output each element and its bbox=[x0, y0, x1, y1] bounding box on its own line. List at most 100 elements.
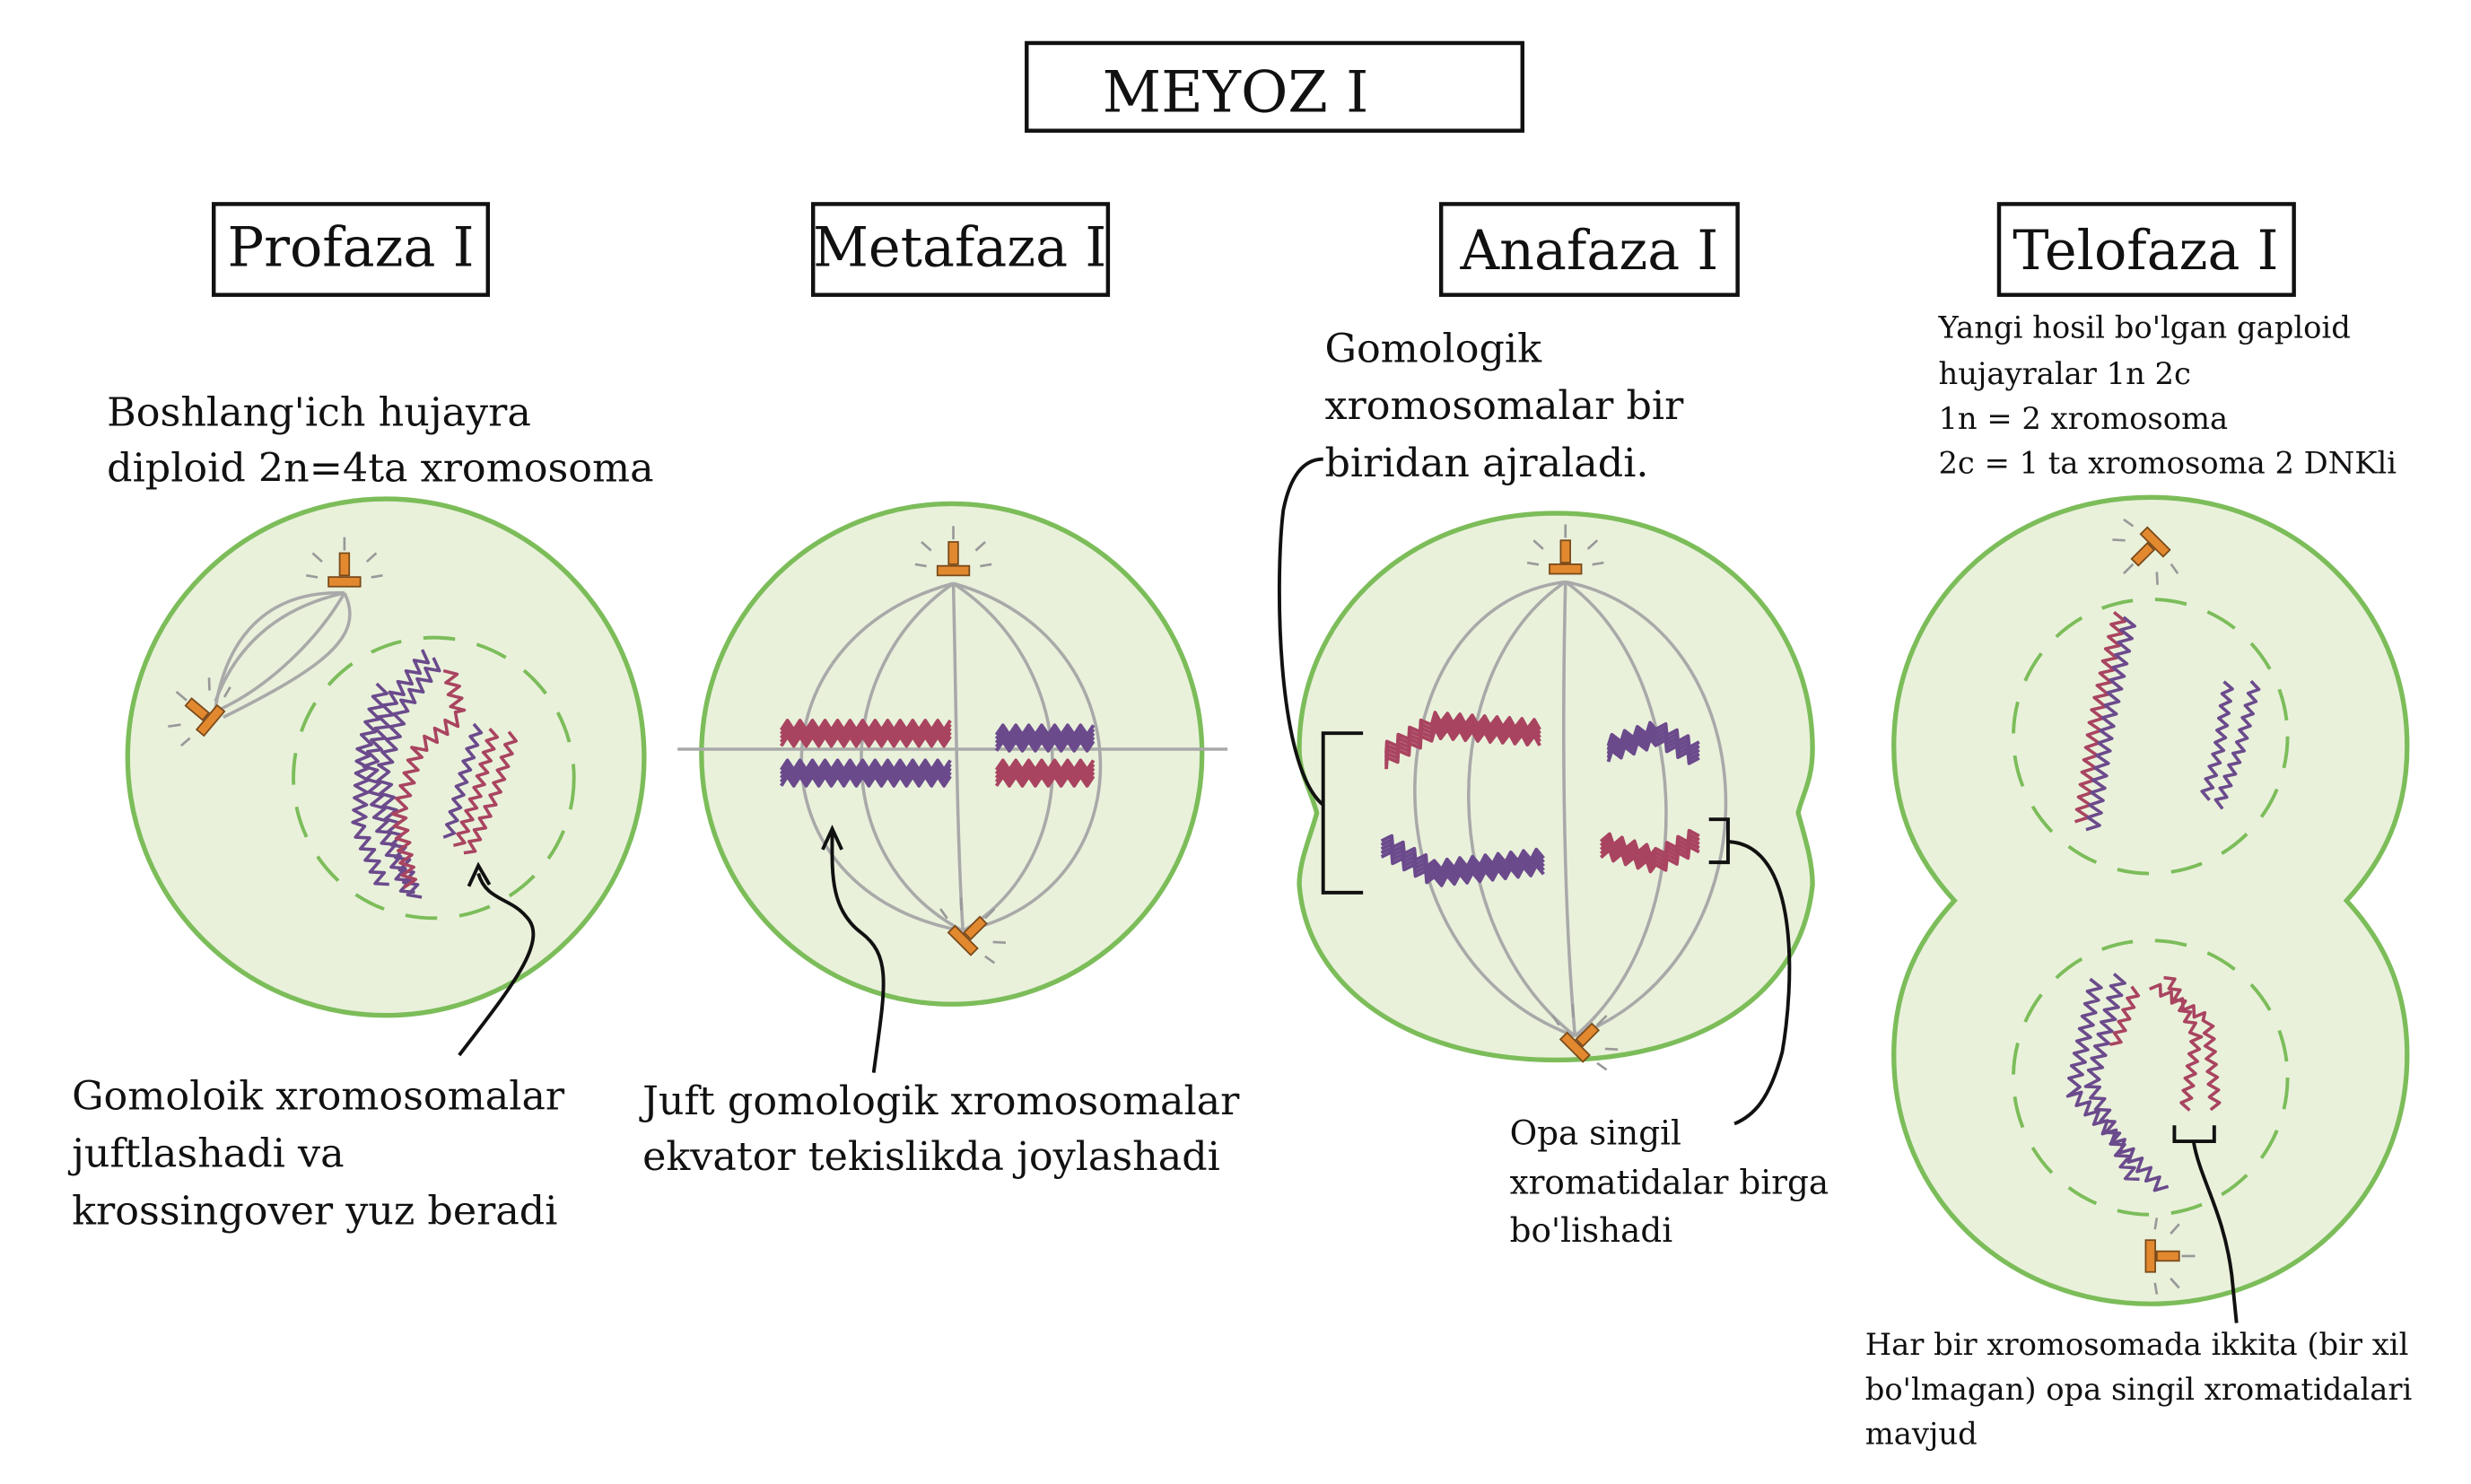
anafaza-bottom-note: Opa singil xromatidalar birga bo'lishadi bbox=[1510, 1113, 1829, 1250]
aster-ray bbox=[2170, 1223, 2180, 1235]
note-line: 1n = 2 xromosoma bbox=[1938, 401, 2228, 436]
chromatid bbox=[376, 657, 441, 899]
chromatid bbox=[994, 731, 1096, 745]
chromatid bbox=[780, 722, 952, 737]
centriole bbox=[963, 915, 988, 941]
spindle-fiber bbox=[214, 591, 345, 703]
centriole bbox=[936, 564, 971, 577]
chromatid bbox=[994, 739, 1096, 753]
aster-ray bbox=[371, 574, 383, 579]
chromatid bbox=[1606, 737, 1700, 765]
aster-ray bbox=[921, 541, 932, 552]
aster-ray bbox=[1551, 1015, 1560, 1026]
centriole bbox=[2144, 1239, 2156, 1273]
phase-title: Anafaza I bbox=[1460, 220, 1719, 283]
aster-ray bbox=[179, 737, 191, 747]
spindle-fiber bbox=[219, 592, 346, 711]
spindle-fiber bbox=[1565, 580, 1728, 1038]
centrosome-icon bbox=[168, 677, 231, 747]
aster-ray bbox=[2155, 572, 2159, 585]
note-line: Juft gomologik xromosomalar bbox=[639, 1078, 1240, 1124]
centrosome-icon bbox=[2144, 1218, 2196, 1295]
note-line: Gomologik bbox=[1324, 326, 1542, 371]
centriole bbox=[338, 552, 351, 577]
aster-ray bbox=[2170, 563, 2179, 574]
centriole bbox=[1575, 1022, 1601, 1048]
phase-label-telofaza: Telofaza I bbox=[1996, 202, 2296, 297]
centriole bbox=[947, 924, 979, 956]
chromatid bbox=[994, 735, 1096, 749]
anafaza-top-note: Gomologik xromosomalar bir biridan ajral… bbox=[1324, 326, 1684, 486]
aster-ray bbox=[983, 908, 996, 920]
note-line: mavjud bbox=[1865, 1417, 1978, 1452]
chromatid bbox=[780, 774, 952, 788]
aster-ray bbox=[365, 552, 378, 563]
aster-ray bbox=[2170, 1277, 2180, 1289]
centriole bbox=[2139, 526, 2171, 558]
centriole bbox=[2130, 542, 2156, 567]
note-line: Opa singil bbox=[1510, 1113, 1681, 1153]
pointer-arrow bbox=[458, 872, 536, 1057]
centrosome-icon bbox=[939, 897, 1007, 965]
chromatid bbox=[1380, 842, 1545, 879]
note-line: juftlashadi va bbox=[67, 1130, 345, 1176]
spindle-fiber bbox=[1562, 581, 1577, 1036]
chromatid bbox=[1384, 726, 1541, 770]
profaza-top-note: Boshlang'ich hujayra diploid 2n=4ta xrom… bbox=[107, 389, 653, 491]
note-line: krossingover yuz beradi bbox=[72, 1188, 557, 1234]
nuclear-envelope bbox=[2012, 938, 2290, 1217]
phase-title: Metafaza I bbox=[813, 217, 1106, 280]
aster-ray bbox=[2153, 1218, 2159, 1230]
nuclear-envelope bbox=[292, 635, 576, 921]
phase-title: Profaza I bbox=[227, 217, 474, 280]
bracket bbox=[1321, 731, 1364, 895]
note-line: xromosomalar bir bbox=[1324, 383, 1684, 429]
note-line: 2c = 1 ta xromosoma 2 DNKli bbox=[1938, 446, 2397, 481]
profaza-bottom-note: Gomoloik xromosomalar juftlashadi va kro… bbox=[67, 1074, 565, 1235]
note-line: Gomoloik xromosomalar bbox=[72, 1074, 565, 1120]
aster-ray bbox=[1596, 1015, 1608, 1026]
chromatid bbox=[1380, 838, 1545, 876]
aster-ray bbox=[1604, 1047, 1619, 1052]
aster-ray bbox=[2153, 1282, 2159, 1295]
aster-ray bbox=[974, 541, 986, 552]
chromatid bbox=[1599, 844, 1700, 874]
chromatid bbox=[2109, 985, 2141, 1046]
phase-label-metafaza: Metafaza I bbox=[810, 202, 1111, 297]
chromatid bbox=[780, 726, 952, 740]
aster-ray bbox=[1586, 539, 1599, 550]
spindle-fiber bbox=[1467, 580, 1576, 1038]
pointer-line bbox=[1277, 457, 1324, 807]
chromatid bbox=[2085, 615, 2136, 832]
metafaza-cell bbox=[699, 501, 1205, 1007]
chromatid bbox=[780, 758, 952, 773]
centriole bbox=[1559, 1031, 1591, 1063]
centrosome-icon bbox=[2112, 518, 2179, 585]
metafaza-bottom-note: Juft gomologik xromosomalar ekvator teki… bbox=[639, 1078, 1240, 1180]
centrosome-icon bbox=[1526, 524, 1604, 575]
spindle-fiber bbox=[951, 583, 965, 931]
note-line: biridan ajraladi. bbox=[1324, 441, 1648, 486]
aster-ray bbox=[1571, 1004, 1575, 1017]
centrosome-icon bbox=[1551, 1004, 1619, 1071]
telofaza-cell bbox=[1891, 494, 2410, 1306]
centrosome-icon bbox=[306, 537, 383, 588]
note-line: Boshlang'ich hujayra bbox=[107, 389, 531, 435]
chromatid bbox=[1380, 846, 1545, 884]
centriole bbox=[327, 576, 362, 588]
aster-ray bbox=[311, 552, 323, 563]
telofaza-top-note: Yangi hosil bo'lgan gaploid hujayralar 1… bbox=[1937, 310, 2397, 481]
chromatid bbox=[994, 770, 1096, 784]
aster-ray bbox=[2123, 518, 2135, 528]
chromatid bbox=[994, 727, 1096, 741]
note-line: ekvator tekislikda joylashadi bbox=[642, 1134, 1220, 1180]
anafaza-cell bbox=[1297, 511, 1815, 1063]
note-line: Yangi hosil bo'lgan gaploid bbox=[1937, 310, 2350, 345]
chromosomes bbox=[351, 611, 2261, 1192]
chromatid bbox=[442, 722, 484, 839]
aster-ray bbox=[914, 563, 927, 568]
spindle-fiber bbox=[223, 592, 352, 720]
chromatid bbox=[780, 734, 952, 748]
bracket bbox=[1708, 817, 1730, 865]
